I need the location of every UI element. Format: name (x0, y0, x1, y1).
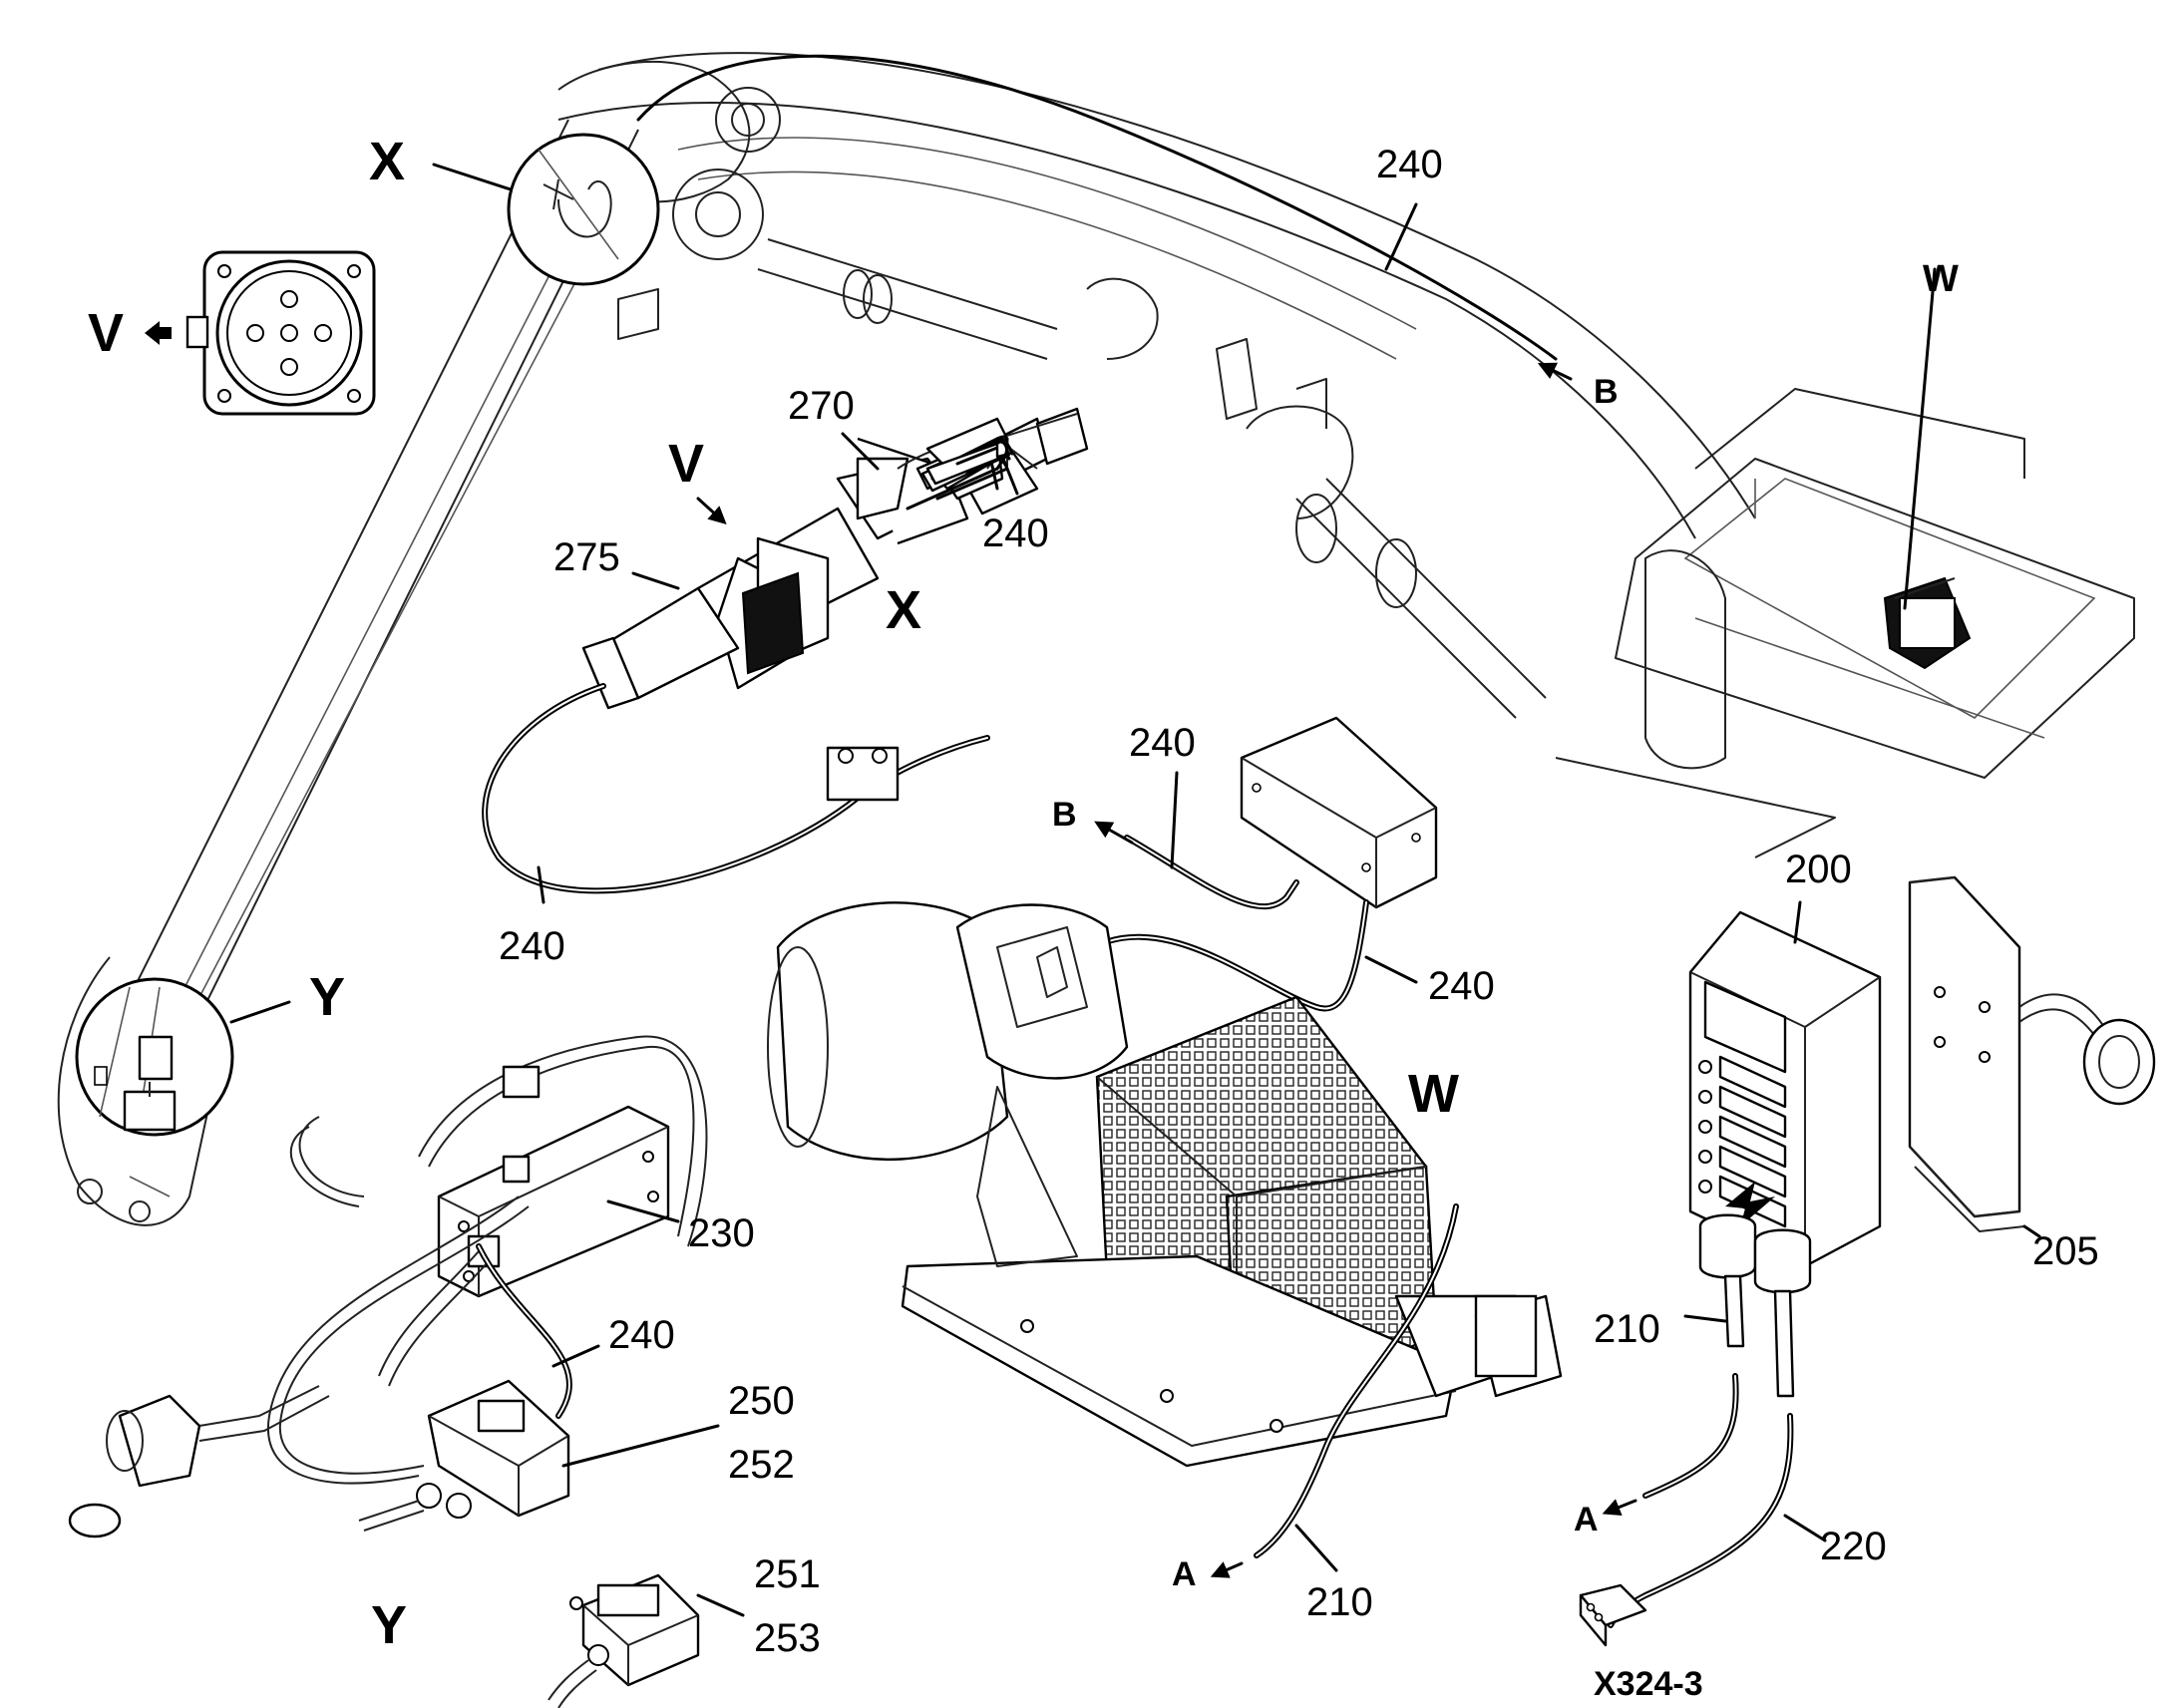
detail-circle-y-left (75, 977, 291, 1137)
leader-210-mid (1294, 1524, 1338, 1572)
arrow-v-mid (696, 497, 727, 525)
label-240-motor: 240 (1428, 964, 1495, 1008)
label-b-mid: B (1052, 796, 1077, 834)
arrow-b-top (1537, 362, 1573, 381)
arrow-b-mid (1094, 821, 1134, 845)
label-a-right: A (1574, 1501, 1599, 1538)
label-x-top: X (369, 132, 405, 191)
leader-205 (2022, 1224, 2041, 1238)
pump-thumbnail (1883, 267, 1972, 670)
leader-200 (1793, 900, 1802, 944)
label-240-conn: 240 (982, 512, 1049, 555)
cable-240-loop (482, 683, 990, 894)
label-y-bottom: Y (371, 1595, 407, 1655)
leader-275 (631, 571, 680, 590)
detail-circle-x-top (432, 133, 660, 286)
cable-240-top (636, 54, 1558, 361)
label-252: 252 (728, 1443, 795, 1487)
label-b-top: B (1594, 373, 1619, 411)
arrow-a-mid (1210, 1561, 1244, 1578)
view-labels: X V W B V X B Y W Y A A (88, 132, 1959, 1655)
leader-230 (606, 1199, 680, 1223)
arrow-a-right (1602, 1499, 1637, 1517)
crane-boom (57, 52, 2135, 1226)
label-y-left: Y (309, 967, 345, 1027)
junction-box (1240, 716, 1438, 909)
connector-x324-3 (1579, 1583, 1647, 1647)
label-a-mid: A (1172, 1555, 1197, 1593)
cable-210-to-a (1642, 1373, 1739, 1499)
label-200: 200 (1785, 848, 1852, 891)
label-251: 251 (754, 1552, 821, 1596)
label-connector-code: X324-3 (1594, 1665, 1703, 1703)
cable-210-stub (1723, 1274, 1745, 1348)
label-x-mid: X (886, 580, 921, 640)
label-w-mid: W (1408, 1064, 1459, 1124)
cable-220-stub (1773, 1289, 1795, 1398)
leader-240-ctrl (551, 1344, 600, 1368)
label-v-left: V (88, 303, 124, 363)
label-210-right: 210 (1594, 1307, 1660, 1351)
label-253: 253 (754, 1616, 821, 1660)
label-v-mid: V (668, 434, 704, 494)
remote-control-200 (1688, 910, 1882, 1294)
motor-pump-assembly (767, 901, 1563, 1468)
label-240-box: 240 (1129, 721, 1196, 765)
leader-251 (696, 1593, 745, 1617)
label-210-mid: 210 (1306, 1580, 1373, 1624)
label-205: 205 (2032, 1229, 2099, 1273)
leader-270 (841, 432, 880, 471)
label-220: 220 (1820, 1525, 1887, 1568)
cable-240-box-to-motor (1074, 899, 1369, 1012)
label-250: 250 (728, 1379, 795, 1423)
leader-240-top (1384, 202, 1418, 271)
leader-220 (1783, 1514, 1827, 1542)
cable-240-to-b (1124, 835, 1299, 910)
mounting-bracket-205 (1908, 875, 2156, 1232)
controller-assembly-y (68, 1035, 708, 1708)
label-270: 270 (788, 384, 855, 428)
label-240-ctrl: 240 (608, 1313, 675, 1357)
plug-assembly-270-275 (581, 407, 1089, 710)
label-275: 275 (553, 535, 620, 579)
label-230: 230 (688, 1211, 755, 1255)
leader-250 (561, 1424, 720, 1468)
connector-face-v (145, 250, 376, 416)
label-240-loop: 240 (499, 924, 565, 968)
label-w-top: W (1923, 258, 1959, 300)
label-240-top: 240 (1376, 143, 1443, 186)
part-number-labels: 240 270 240 275 240 240 240 200 205 230 … (499, 143, 2099, 1660)
